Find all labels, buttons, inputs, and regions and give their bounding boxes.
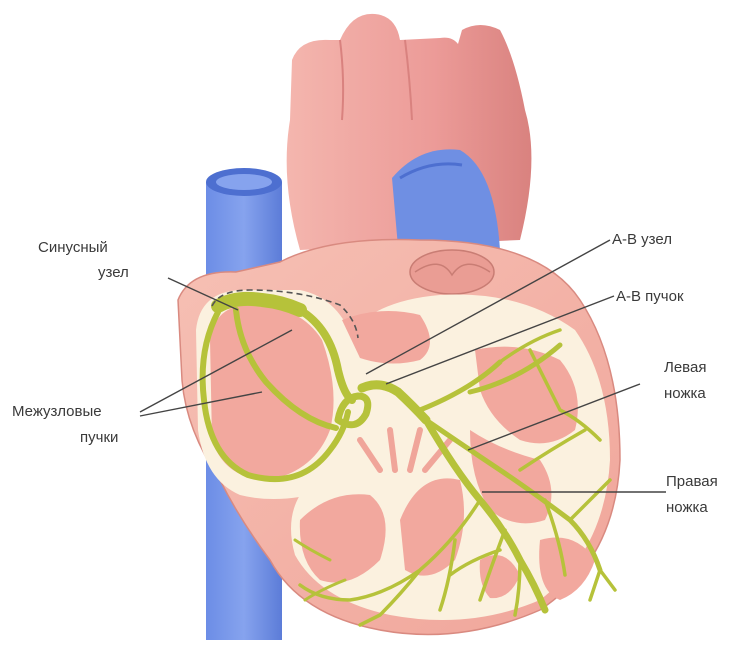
label-left-branch-2: ножка [664,385,706,402]
label-internodal-2: пучки [80,429,118,446]
label-internodal-1: Межузловые [12,403,102,420]
label-right-branch-1: Правая [666,473,718,490]
label-sinus-node-1: Синусный [38,239,108,256]
label-sinus-node-2: узел [98,264,129,281]
label-av-bundle: А-В пучок [616,288,684,305]
label-left-branch-1: Левая [664,359,706,376]
label-av-node: А-В узел [612,231,672,248]
label-right-branch-2: ножка [666,499,708,516]
